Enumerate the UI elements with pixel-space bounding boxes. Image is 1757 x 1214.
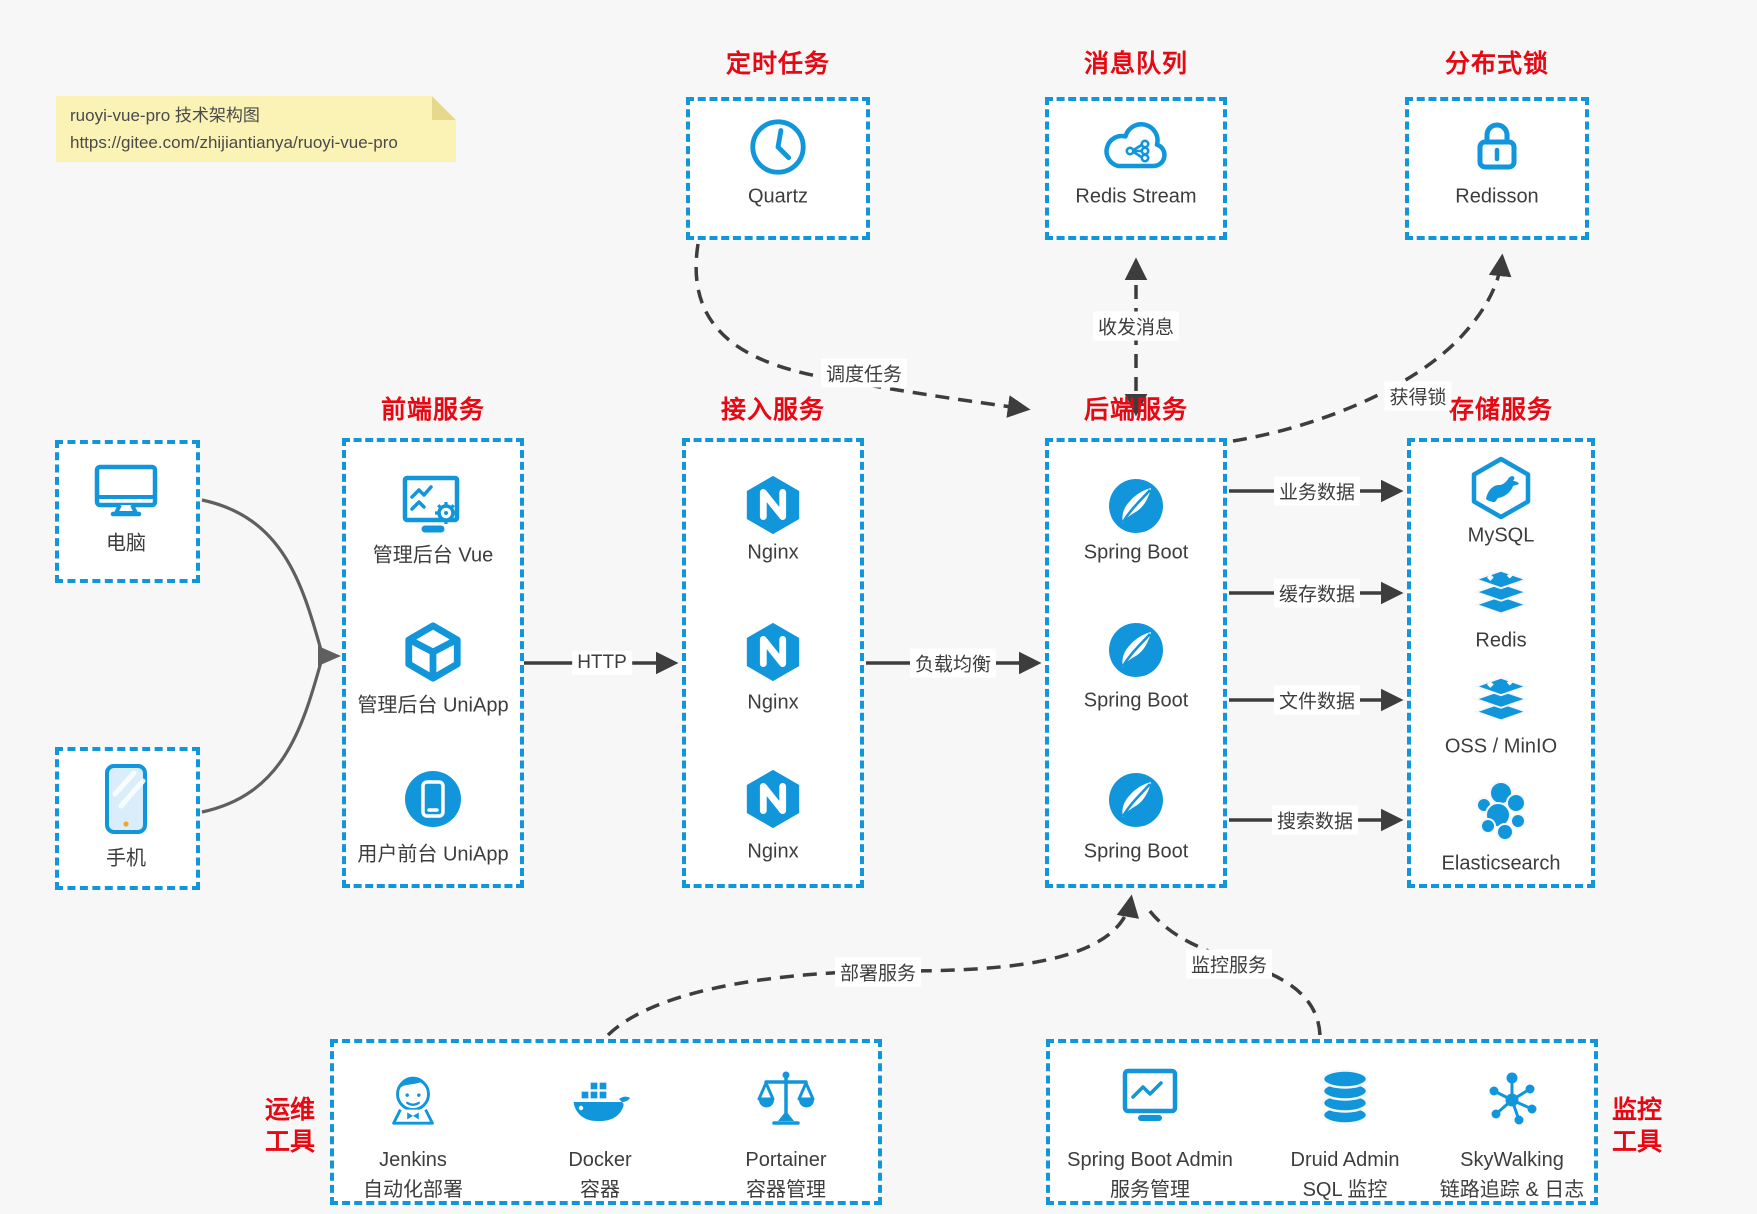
oss-stack-icon: [1470, 675, 1532, 727]
label-nginx-2: Nginx: [747, 691, 799, 714]
edge-label-acquire-lock: 获得锁: [1384, 381, 1452, 411]
label-admin-vue: 管理后台 Vue: [372, 544, 494, 567]
edge-label-schedule-task: 调度任务: [820, 358, 908, 388]
label-elasticsearch: Elasticsearch: [1441, 852, 1561, 875]
label-oss-minio: OSS / MinIO: [1444, 735, 1558, 758]
edge-label-deploy-service: 部署服务: [834, 957, 922, 987]
note-title: ruoyi-vue-pro 技术架构图: [70, 106, 260, 125]
jenkins-icon: [382, 1065, 444, 1131]
edge-label-file-data: 文件数据: [1273, 685, 1361, 715]
nginx-icon: [742, 620, 804, 684]
device-to-frontend-connector: [201, 498, 323, 814]
label-portainer: Portainer 容器管理: [745, 1149, 827, 1201]
label-user-uniapp: 用户前台 UniApp: [357, 843, 509, 866]
docker-icon: [567, 1071, 633, 1125]
network-nodes-icon: [1483, 1069, 1541, 1127]
redis-stack-icon: [1470, 568, 1532, 620]
label-spring-boot-3: Spring Boot: [1083, 840, 1189, 863]
group-title-scheduled-task: 定时任务: [725, 50, 831, 78]
clock-icon: [746, 115, 810, 179]
group-title-frontend: 前端服务: [380, 396, 486, 424]
device-arrowhead: [318, 646, 341, 666]
spring-boot-icon: [1107, 477, 1165, 535]
spring-boot-icon: [1107, 621, 1165, 679]
label-druid-admin: Druid Admin SQL 监控: [1290, 1149, 1400, 1201]
spring-boot-icon: [1107, 771, 1165, 829]
side-label-monitor-tools: 监控 工具: [1611, 1096, 1663, 1156]
user-app-icon: [403, 769, 463, 829]
cloud-stream-icon: [1097, 117, 1175, 175]
database-icon: [1316, 1067, 1374, 1129]
edge-label-load-balance: 负载均衡: [909, 648, 997, 678]
label-redis-stream: Redis Stream: [1075, 185, 1197, 208]
edge-label-http: HTTP: [572, 651, 632, 675]
side-label-ops-tools: 运维 工具: [264, 1096, 316, 1156]
box-message-queue: [1045, 97, 1227, 240]
desktop-icon: [91, 461, 161, 523]
group-title-backend: 后端服务: [1083, 396, 1189, 424]
box-monitor-tools: [1046, 1039, 1598, 1205]
label-desktop: 电脑: [106, 532, 146, 555]
label-quartz: Quartz: [747, 185, 809, 208]
label-spring-boot-2: Spring Boot: [1083, 689, 1189, 712]
portainer-icon: [757, 1069, 815, 1127]
mysql-icon: [1468, 455, 1534, 521]
group-title-storage: 存储服务: [1448, 396, 1554, 424]
label-skywalking: SkyWalking 链路追踪 & 日志: [1439, 1149, 1585, 1201]
monitor-chart-icon: [1119, 1067, 1181, 1125]
smartphone-icon: [102, 762, 150, 836]
sticky-note: ruoyi-vue-pro 技术架构图 https://gitee.com/zh…: [56, 96, 456, 162]
group-title-distributed-lock: 分布式锁: [1444, 50, 1550, 78]
group-title-message-queue: 消息队列: [1083, 50, 1189, 78]
group-title-access: 接入服务: [720, 396, 826, 424]
admin-vue-icon: [397, 472, 469, 538]
nginx-icon: [742, 767, 804, 831]
label-spring-boot-admin: Spring Boot Admin 服务管理: [1067, 1149, 1233, 1201]
edge-label-search-data: 搜索数据: [1271, 805, 1359, 835]
label-nginx-3: Nginx: [747, 840, 799, 863]
lock-icon: [1466, 113, 1528, 177]
elasticsearch-icon: [1471, 781, 1531, 843]
label-mysql: MySQL: [1467, 524, 1535, 547]
label-admin-uniapp: 管理后台 UniApp: [357, 694, 509, 717]
label-redisson: Redisson: [1455, 185, 1539, 208]
note-url: https://gitee.com/zhijiantianya/ruoyi-vu…: [70, 133, 398, 152]
edge-label-send-receive-message: 收发消息: [1092, 311, 1180, 341]
edge-monitor-service: [1144, 904, 1322, 1036]
label-redis: Redis: [1475, 629, 1527, 652]
edge-schedule-task: [694, 243, 1031, 418]
label-docker: Docker 容器: [568, 1149, 632, 1201]
edge-label-monitor-service: 监控服务: [1185, 949, 1273, 979]
edge-acquire-lock: [1232, 253, 1512, 443]
label-spring-boot-1: Spring Boot: [1083, 541, 1189, 564]
edge-label-business-data: 业务数据: [1273, 476, 1361, 506]
label-jenkins: Jenkins 自动化部署: [363, 1149, 463, 1201]
label-nginx-1: Nginx: [747, 541, 799, 564]
label-smartphone: 手机: [106, 847, 146, 870]
nginx-icon: [742, 473, 804, 537]
uniapp-cube-icon: [401, 620, 465, 684]
edge-label-cache-data: 缓存数据: [1273, 578, 1361, 608]
